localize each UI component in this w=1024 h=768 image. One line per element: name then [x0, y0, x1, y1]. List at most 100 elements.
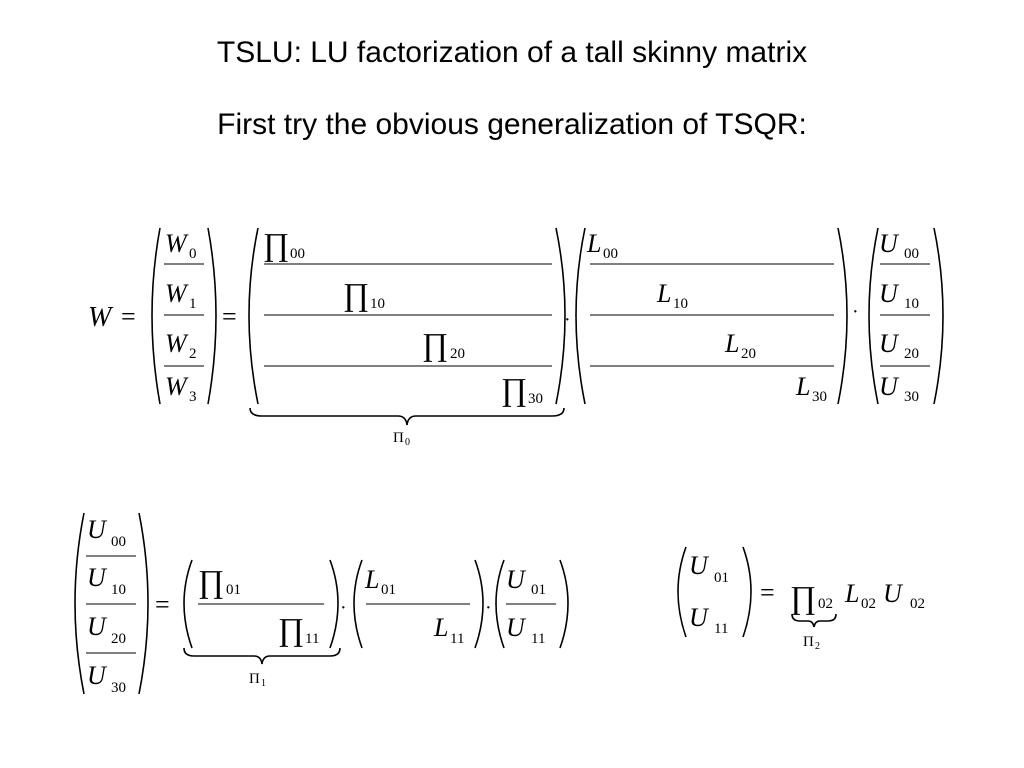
svg-text:U: U — [689, 603, 710, 632]
svg-text:00: 00 — [290, 246, 305, 262]
svg-text:U: U — [879, 329, 900, 358]
l-block-01: L 01 — [364, 565, 396, 598]
u-result-1: U 01 U 11 — [495, 559, 569, 649]
svg-text:02: 02 — [818, 596, 833, 612]
svg-text:30: 30 — [528, 391, 543, 407]
lhs-equals: = — [121, 302, 136, 331]
u-entry-10: U 10 — [879, 279, 919, 312]
svg-text:01: 01 — [381, 582, 396, 598]
pi-matrix-right-paren — [555, 227, 566, 405]
svg-text:∏: ∏ — [263, 226, 289, 262]
svg-text:Π: Π — [249, 671, 260, 687]
u-vector-left-paren — [868, 227, 879, 405]
pi-block-11: ∏ 11 — [278, 611, 319, 647]
svg-text:∏: ∏ — [198, 563, 224, 599]
svg-text:2: 2 — [189, 346, 197, 362]
l-block-10: L 10 — [656, 279, 688, 312]
slide-subtitle: First try the obvious generalization of … — [217, 108, 807, 141]
brace-label-pi-2: Π 2 — [803, 634, 820, 652]
svg-text:30: 30 — [904, 389, 919, 405]
multiply-dot: · — [485, 597, 492, 619]
svg-text:∏: ∏ — [790, 579, 816, 615]
equation-2: U 00 U 10 U 20 U 30 = ∏ 01 — [74, 512, 569, 696]
svg-text:Π: Π — [803, 634, 814, 650]
slide-title: TSLU: LU factorization of a tall skinny … — [216, 36, 808, 69]
u-result-right-paren — [559, 559, 569, 649]
u-vector-right-paren — [933, 227, 944, 405]
svg-text:L: L — [433, 613, 448, 642]
pi-matrix-right-paren — [329, 559, 339, 649]
svg-text:1: 1 — [189, 296, 197, 312]
svg-text:20: 20 — [450, 346, 465, 362]
u-entry-11: U 11 — [689, 603, 728, 637]
svg-text:L: L — [364, 565, 379, 594]
u-entry-10: U 10 — [87, 563, 126, 598]
svg-text:11: 11 — [531, 631, 545, 647]
u-vector-left-paren — [74, 512, 85, 695]
svg-text:∏: ∏ — [422, 326, 448, 362]
brace-label-pi-1: Π 1 — [249, 671, 266, 689]
svg-text:30: 30 — [812, 389, 827, 405]
svg-text:∏: ∏ — [343, 276, 369, 312]
l-matrix-0: L 00 L 10 L 20 L 30 — [575, 227, 848, 405]
u-entry-00: U 00 — [87, 515, 126, 550]
u-vector-0: U 00 U 10 U 20 U 30 — [868, 227, 944, 405]
w-entry-2: W 2 — [165, 329, 197, 362]
l-block-20: L 20 — [724, 329, 756, 362]
svg-text:01: 01 — [226, 582, 241, 598]
equals-sign: = — [155, 590, 170, 619]
svg-text:0: 0 — [405, 437, 410, 448]
underbrace — [249, 407, 565, 426]
pi-02: ∏ 02 — [790, 579, 833, 615]
svg-text:U: U — [879, 279, 900, 308]
svg-text:L: L — [724, 329, 739, 358]
pi-block-10: ∏ 10 — [343, 276, 385, 312]
svg-text:01: 01 — [531, 582, 546, 598]
svg-text:U: U — [87, 515, 108, 544]
svg-text:1: 1 — [261, 678, 266, 689]
equals-sign: = — [222, 302, 237, 331]
u-02: U 02 — [883, 579, 925, 612]
u-vector-left-paren — [677, 546, 687, 638]
svg-text:00: 00 — [111, 534, 126, 550]
l-02: L 02 — [844, 579, 876, 612]
u-result-left-paren — [495, 559, 505, 649]
svg-text:10: 10 — [904, 296, 919, 312]
u-vector-right-paren — [138, 512, 149, 695]
svg-text:2: 2 — [815, 641, 820, 652]
equation-3: U 01 U 11 = ∏ 02 L 02 U 02 Π 2 — [677, 546, 925, 652]
svg-text:20: 20 — [741, 346, 756, 362]
svg-text:10: 10 — [111, 582, 126, 598]
l-matrix-1: L 01 L 11 — [353, 559, 484, 649]
svg-text:20: 20 — [111, 631, 126, 647]
pi-block-01: ∏ 01 — [198, 563, 241, 599]
u-entry-00: U 00 — [879, 229, 919, 262]
l-matrix-right-paren — [837, 227, 848, 405]
w-vector: W 0 W 1 W 2 W 3 — [151, 227, 217, 405]
w-entry-1: W 1 — [165, 279, 197, 312]
u-vector-right-paren — [742, 546, 752, 638]
pi-matrix-left-paren — [183, 559, 193, 649]
svg-text:11: 11 — [305, 631, 319, 647]
svg-text:U: U — [87, 661, 108, 690]
svg-text:02: 02 — [861, 596, 876, 612]
multiply-dot: · — [564, 309, 571, 331]
svg-text:10: 10 — [370, 296, 385, 312]
pi-matrix-left-paren — [248, 227, 259, 405]
svg-text:0: 0 — [189, 246, 197, 262]
svg-text:U: U — [506, 565, 527, 594]
svg-text:L: L — [586, 229, 601, 258]
svg-text:U: U — [689, 551, 710, 580]
svg-text:00: 00 — [904, 246, 919, 262]
svg-text:3: 3 — [189, 389, 197, 405]
w-entry-3: W 3 — [165, 372, 197, 405]
svg-text:20: 20 — [904, 346, 919, 362]
pi-block-00: ∏ 00 — [263, 226, 305, 262]
u-entry-01: U 01 — [506, 565, 546, 598]
svg-text:U: U — [506, 613, 527, 642]
svg-text:∏: ∏ — [278, 611, 304, 647]
svg-text:W: W — [165, 229, 189, 258]
svg-text:U: U — [87, 563, 108, 592]
svg-text:11: 11 — [450, 631, 464, 647]
u-vector-1: U 00 U 10 U 20 U 30 — [74, 512, 149, 696]
